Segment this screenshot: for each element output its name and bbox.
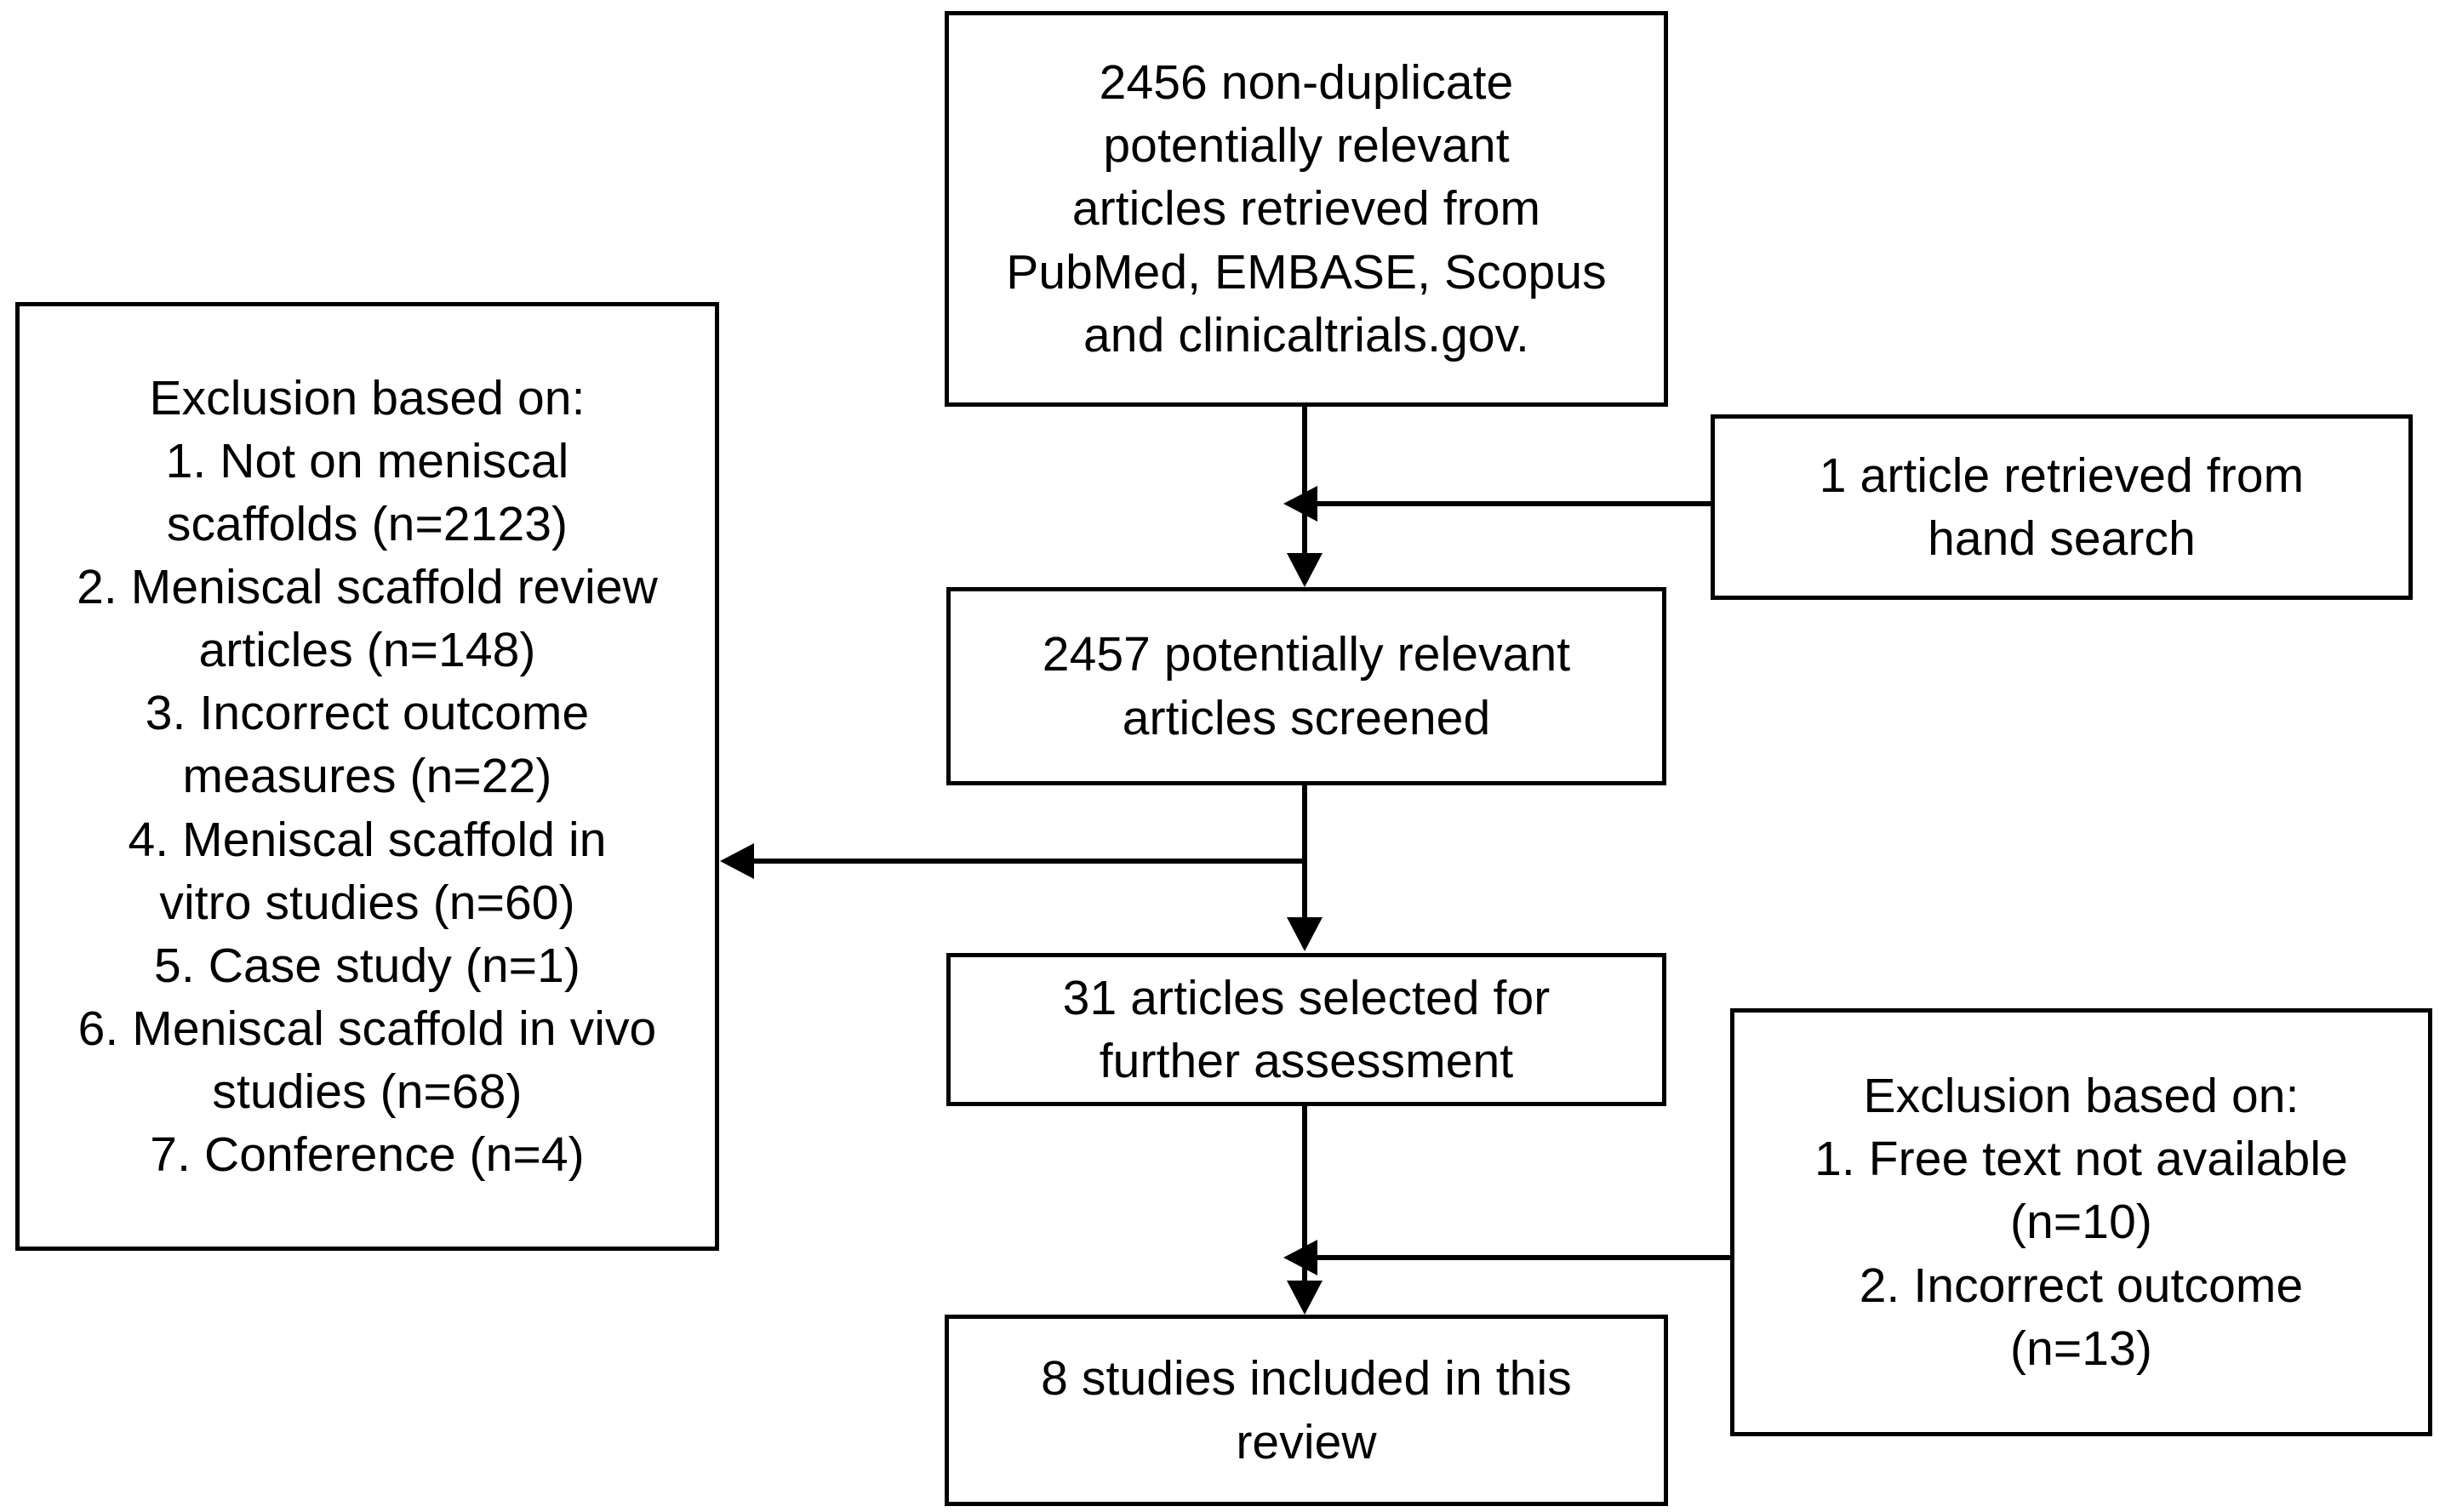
included-studies-text: 8 studies included in this review (1041, 1351, 1572, 1469)
source-records-box: 2456 non-duplicate potentially relevant … (945, 11, 1668, 407)
connector-spine-to-screening-exclusion (752, 859, 1304, 864)
arrow-down-icon-screened-to-assessed (1287, 917, 1323, 951)
screening-exclusion-text: Exclusion based on: 1. Not on meniscal s… (77, 370, 658, 1183)
assessed-articles-text: 31 articles selected for further assessm… (1062, 970, 1551, 1088)
arrow-left-icon-screening-exclusion (720, 843, 754, 879)
included-studies-box: 8 studies included in this review (945, 1315, 1668, 1506)
connector-hand-search-to-spine (1316, 501, 1712, 506)
hand-search-box: 1 article retrieved from hand search (1711, 414, 2413, 600)
source-records-text: 2456 non-duplicate potentially relevant … (1006, 55, 1607, 362)
assessed-articles-box: 31 articles selected for further assessm… (946, 953, 1666, 1106)
screening-exclusion-box: Exclusion based on: 1. Not on meniscal s… (15, 302, 719, 1251)
assessment-exclusion-text: Exclusion based on: 1. Free text not ava… (1814, 1069, 2348, 1376)
assessment-exclusion-box: Exclusion based on: 1. Free text not ava… (1730, 1008, 2432, 1436)
hand-search-text: 1 article retrieved from hand search (1819, 448, 2305, 566)
connector-source-to-screened (1302, 407, 1307, 560)
arrow-left-icon-assessment-exclusion (1283, 1240, 1317, 1275)
connector-assessed-to-included (1302, 1106, 1307, 1285)
connector-screened-to-assessed (1302, 785, 1307, 920)
arrow-down-icon-source-to-screened (1287, 553, 1323, 587)
arrow-left-icon-hand-search (1283, 486, 1317, 522)
screened-articles-text: 2457 potentially relevant articles scree… (1042, 627, 1571, 745)
arrow-down-icon-assessed-to-included (1287, 1281, 1323, 1315)
connector-assessment-exclusion-to-spine (1316, 1255, 1732, 1260)
screened-articles-box: 2457 potentially relevant articles scree… (946, 587, 1666, 785)
